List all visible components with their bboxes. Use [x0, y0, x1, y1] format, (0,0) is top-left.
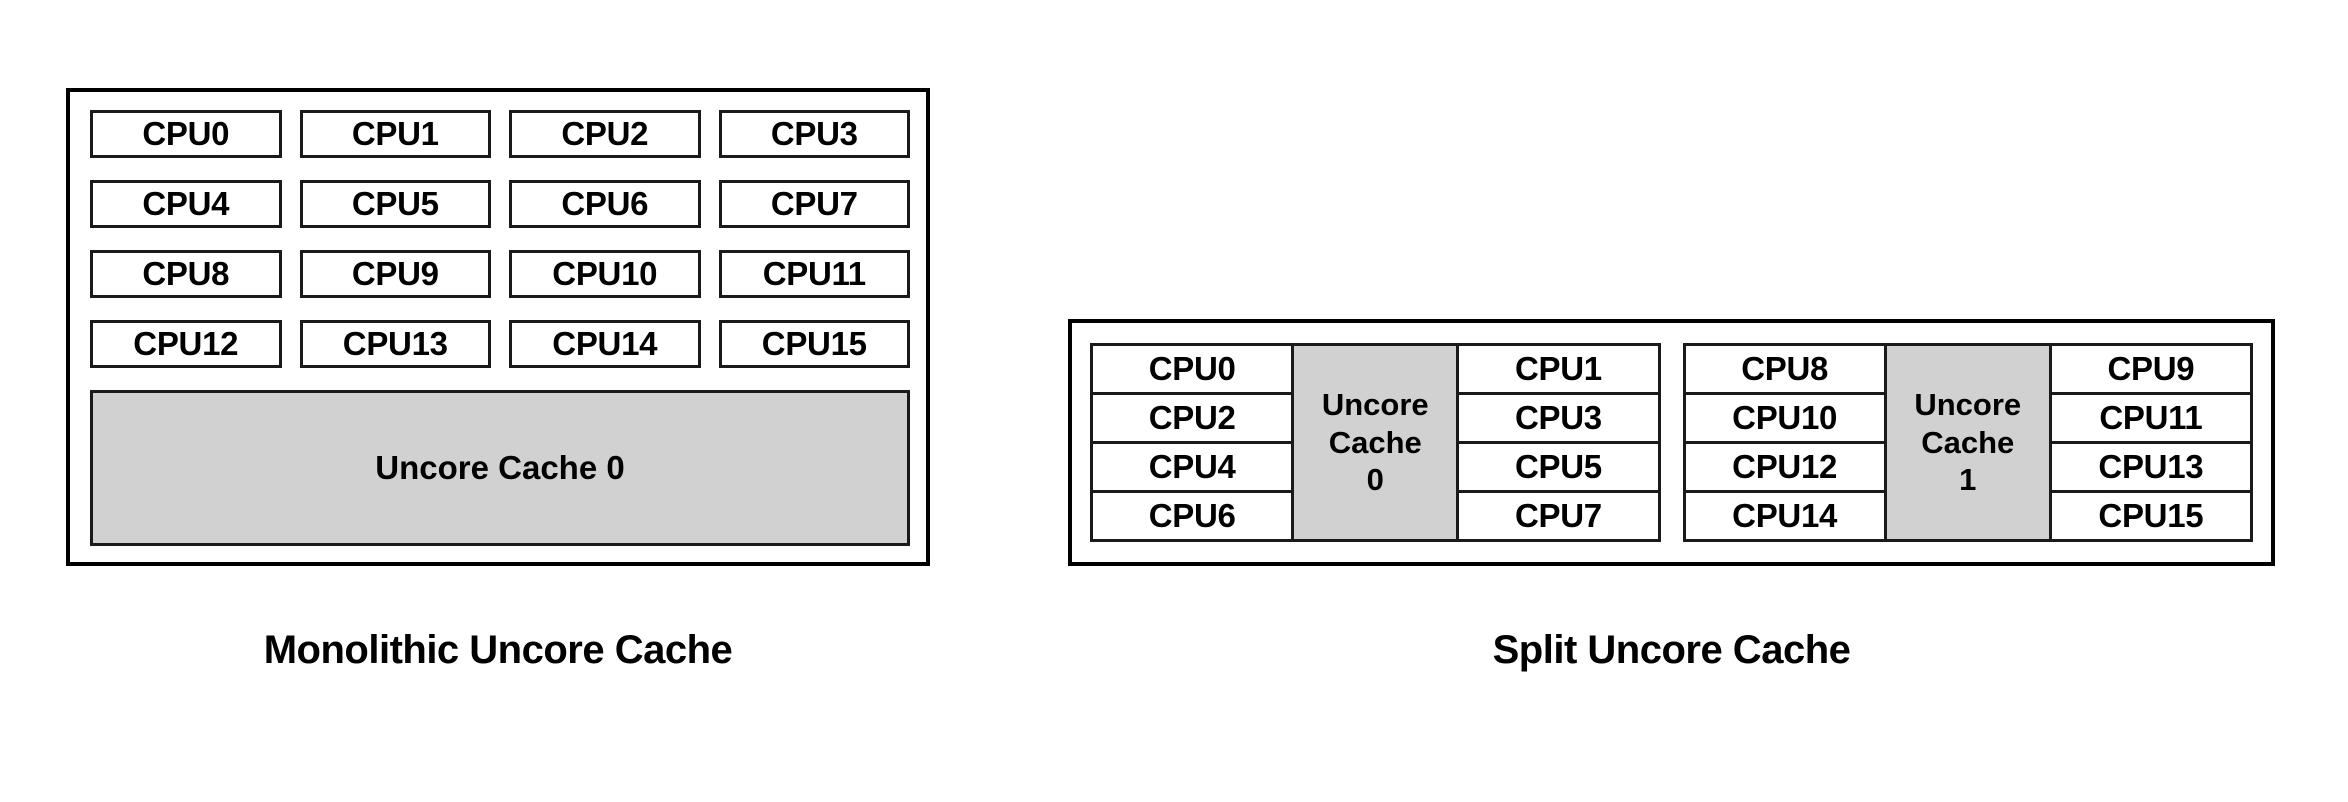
cpu-box: CPU3 — [718, 110, 910, 158]
cpu-box: CPU10 — [509, 250, 701, 298]
cpu-cell: CPU1 — [1459, 346, 1658, 395]
split-package-outline: CPU0 CPU2 CPU4 CPU6 Uncore Cache 0 CPU1 … — [1068, 319, 2275, 566]
cpu-cell: CPU4 — [1093, 444, 1292, 493]
cpu-column-left: CPU8 CPU10 CPU12 CPU14 — [1685, 346, 1884, 539]
cpu-box: CPU14 — [509, 320, 701, 368]
cpu-cell: CPU3 — [1459, 395, 1658, 444]
cpu-box: CPU0 — [90, 110, 282, 158]
cpu-cell: CPU11 — [2051, 395, 2250, 444]
cpu-cell: CPU7 — [1459, 493, 1658, 539]
cpu-cell: CPU9 — [2051, 346, 2250, 395]
cpu-cell: CPU8 — [1685, 346, 1884, 395]
cache-label-line1: Uncore — [1321, 386, 1429, 422]
cpu-column-right: CPU9 CPU11 CPU13 CPU15 — [2051, 346, 2250, 539]
cpu-cell: CPU6 — [1093, 493, 1292, 539]
monolithic-package-outline: CPU0 CPU1 CPU2 CPU3 CPU4 CPU5 CPU6 CPU7 … — [66, 88, 930, 566]
cpu-cell: CPU10 — [1685, 395, 1884, 444]
cpu-column-right: CPU1 CPU3 CPU5 CPU7 — [1459, 346, 1658, 539]
split-cache-groups: CPU0 CPU2 CPU4 CPU6 Uncore Cache 0 CPU1 … — [1090, 343, 2253, 542]
cpu-box: CPU8 — [90, 250, 282, 298]
figure-caption: Monolithic Uncore Cache — [263, 628, 733, 672]
cache-group: CPU0 CPU2 CPU4 CPU6 Uncore Cache 0 CPU1 … — [1090, 343, 1661, 542]
cpu-box: CPU9 — [299, 250, 491, 298]
cpu-cell: CPU13 — [2051, 444, 2250, 493]
cpu-box: CPU1 — [299, 110, 491, 158]
cache-label-line2: Cache — [1921, 424, 2015, 460]
cache-label-line1: Uncore — [1914, 386, 2022, 422]
cache-label-line3: 0 — [1366, 462, 1384, 498]
cpu-box: CPU2 — [509, 110, 701, 158]
cpu-box: CPU15 — [718, 320, 910, 368]
cpu-cell: CPU15 — [2051, 493, 2250, 539]
cpu-box: CPU7 — [718, 180, 910, 228]
cpu-box: CPU13 — [299, 320, 491, 368]
monolithic-cpu-grid: CPU0 CPU1 CPU2 CPU3 CPU4 CPU5 CPU6 CPU7 … — [90, 110, 910, 368]
cpu-cell: CPU2 — [1093, 395, 1292, 444]
uncore-cache-block: Uncore Cache 1 — [1883, 346, 2052, 539]
cpu-box: CPU5 — [299, 180, 491, 228]
cpu-column-left: CPU0 CPU2 CPU4 CPU6 — [1093, 346, 1292, 539]
cache-label-line2: Cache — [1328, 424, 1422, 460]
cpu-box: CPU11 — [718, 250, 910, 298]
cpu-cell: CPU5 — [1459, 444, 1658, 493]
uncore-cache-block: Uncore Cache 0 — [1291, 346, 1460, 539]
cpu-box: CPU4 — [90, 180, 282, 228]
cache-group: CPU8 CPU10 CPU12 CPU14 Uncore Cache 1 CP… — [1682, 343, 2253, 542]
monolithic-uncore-cache-figure: CPU0 CPU1 CPU2 CPU3 CPU4 CPU5 CPU6 CPU7 … — [0, 0, 1000, 802]
uncore-cache-block: Uncore Cache 0 — [90, 390, 910, 546]
figure-caption: Split Uncore Cache — [1492, 628, 1851, 672]
cpu-cell: CPU0 — [1093, 346, 1292, 395]
cpu-cell: CPU14 — [1685, 493, 1884, 539]
cache-label-line3: 1 — [1959, 462, 1977, 498]
cpu-cell: CPU12 — [1685, 444, 1884, 493]
cpu-box: CPU6 — [509, 180, 701, 228]
cpu-box: CPU12 — [90, 320, 282, 368]
